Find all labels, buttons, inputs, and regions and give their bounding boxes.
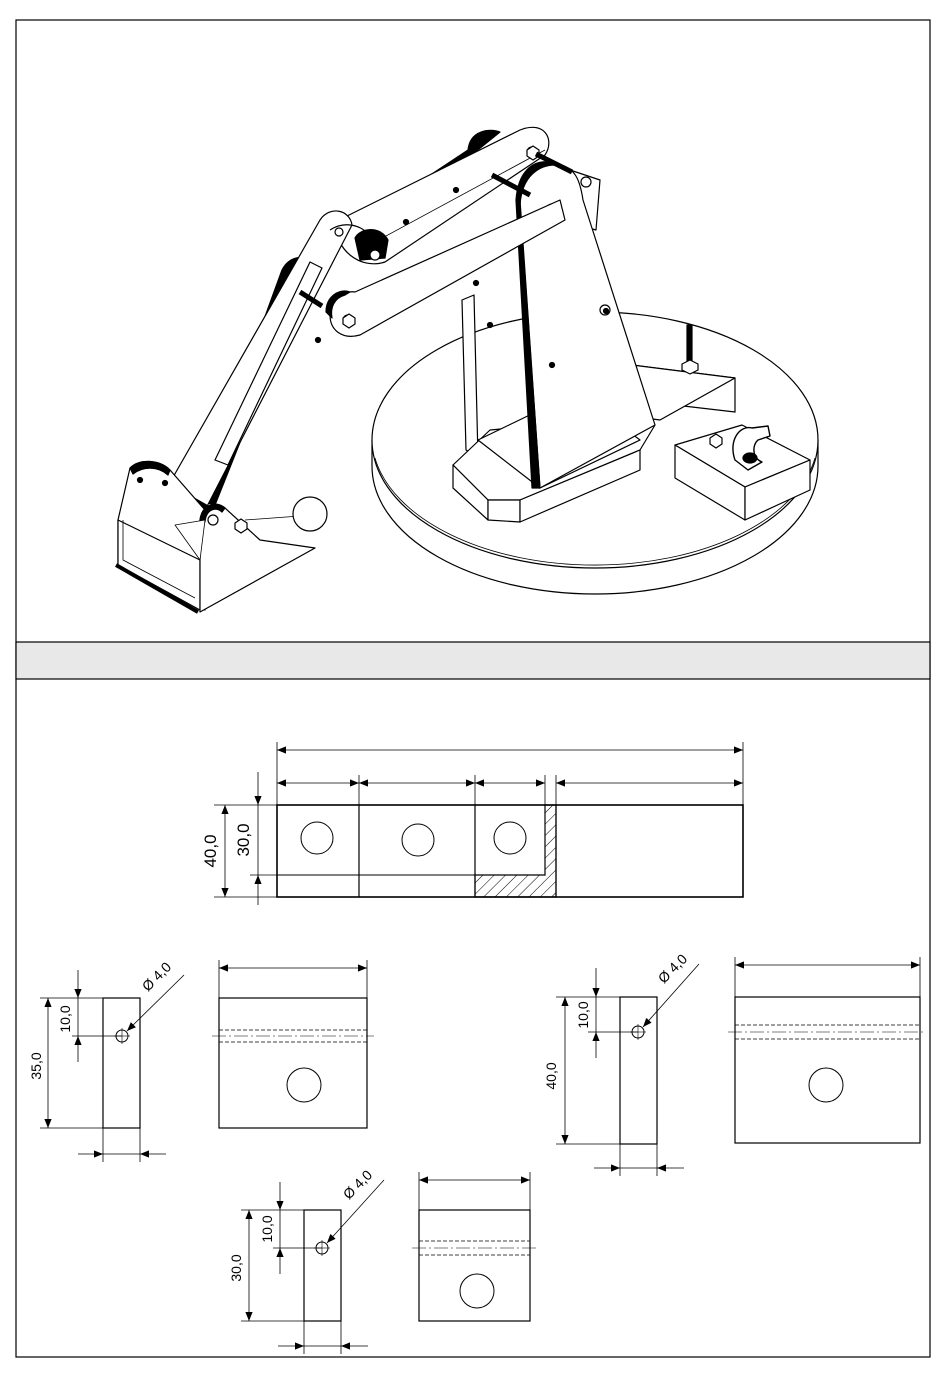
part-40-front bbox=[735, 997, 920, 1143]
part-35-side bbox=[103, 998, 140, 1128]
assembly-view bbox=[116, 127, 818, 612]
part-30-dim-hole-offset: 10,0 bbox=[259, 1215, 275, 1242]
part-30 bbox=[241, 1172, 537, 1354]
part-30-dim-hole-diameter: Ø 4,0 bbox=[340, 1167, 376, 1203]
part-40 bbox=[556, 957, 926, 1176]
part-35 bbox=[40, 960, 374, 1162]
front-dim-overall-height: 40,0 bbox=[201, 834, 220, 867]
part-30-dim-height: 30,0 bbox=[228, 1254, 244, 1281]
detail-balloon bbox=[293, 497, 327, 531]
part-40-dim-hole-offset: 10,0 bbox=[575, 1001, 591, 1028]
part-40-dim-height: 40,0 bbox=[543, 1062, 559, 1089]
part-35-dim-hole-diameter: Ø 4,0 bbox=[139, 959, 175, 995]
part-35-dim-hole-offset: 10,0 bbox=[57, 1005, 73, 1032]
front-view bbox=[214, 742, 743, 905]
sheet-border bbox=[16, 20, 930, 1357]
front-dim-inner-height: 30,0 bbox=[234, 823, 253, 856]
part-35-front bbox=[219, 998, 367, 1128]
part-30-front bbox=[419, 1210, 530, 1321]
part-30-side bbox=[304, 1210, 341, 1321]
clamp-nut bbox=[710, 434, 722, 448]
part-40-dim-hole-diameter: Ø 4,0 bbox=[655, 951, 691, 987]
part-40-side bbox=[620, 997, 657, 1144]
part-35-dim-height: 35,0 bbox=[28, 1052, 44, 1079]
title-bar bbox=[16, 642, 930, 679]
